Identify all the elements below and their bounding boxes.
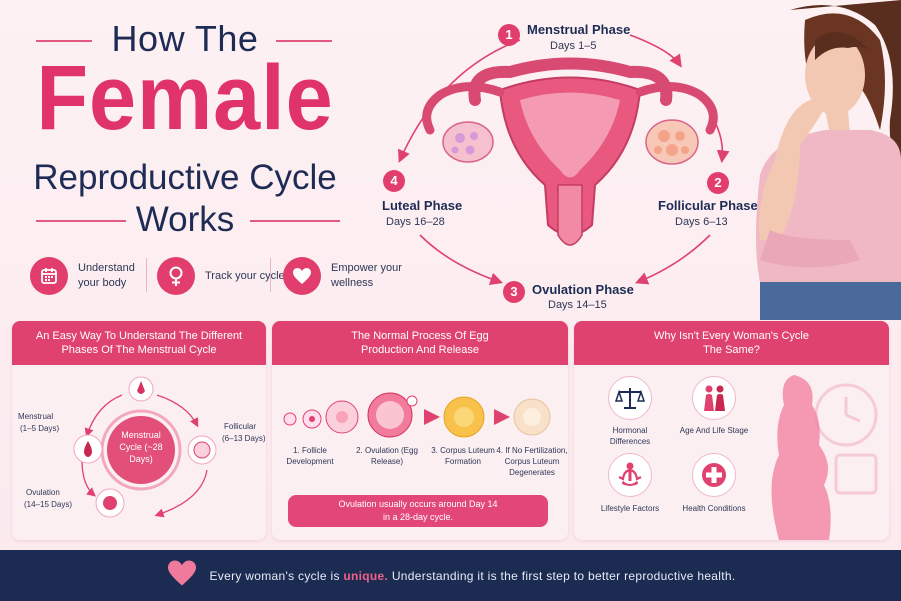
uterus-illustration (422, 57, 718, 246)
panel-menstrual-phases: An Easy Way To Understand The Different … (12, 321, 266, 540)
phase-ring-diagram (73, 376, 217, 518)
footer-banner: Every woman's cycle is unique. Understan… (0, 550, 901, 601)
factor-hormonal: Hormonal Differences (609, 426, 651, 446)
title-main: Female (36, 47, 334, 149)
label-follicular: Follicular (224, 422, 257, 431)
heart-icon (166, 559, 198, 592)
phase-days-luteal: Days 16–28 (386, 216, 445, 228)
footer-text-before: Every woman's cycle is (209, 568, 340, 583)
factor-health: Health Conditions (682, 504, 746, 513)
feature-understand-text: Understand your body (78, 262, 135, 289)
phase-name-follicular: Follicular Phase (658, 198, 758, 213)
title-rule-right-2 (250, 220, 340, 222)
panel-2-title: The Normal Process Of Egg Production And… (272, 321, 568, 365)
medical-cross-icon (692, 453, 736, 497)
female-symbol-icon (157, 257, 195, 295)
phase-days-follicular: Days 6–13 (675, 216, 728, 228)
egg-process-diagram (283, 392, 551, 438)
label-ovulation-days: (14–15 Days) (24, 500, 73, 509)
feature-divider-1 (146, 258, 147, 292)
phase-days-ovulation: Days 14–15 (548, 299, 607, 311)
label-follicular-days: (6–13 Days) (222, 434, 266, 443)
egg-step-1: 1. Follicle Development (286, 446, 334, 466)
factor-age: Age And Life Stage (679, 426, 749, 435)
arrow-menstrual-to-luteal (398, 39, 521, 163)
panel-cycle-differences: Why Isn't Every Woman's Cycle The Same? … (574, 321, 889, 540)
phase-name-ovulation: Ovulation Phase (532, 282, 634, 297)
feature-understand: Understand your body (30, 256, 158, 296)
arrow-follicular-to-ovulation (635, 234, 711, 285)
title-rule-left (36, 40, 92, 42)
phase-days-menstrual: Days 1–5 (550, 40, 597, 52)
egg-step-3: 3. Corpus Luteum Formation (431, 446, 495, 466)
calendar-icon (30, 257, 68, 295)
panel-egg-process: The Normal Process Of Egg Production And… (272, 321, 568, 540)
footer-message: Every woman's cycle is unique. Understan… (210, 569, 736, 583)
egg-step-2: 2. Ovulation (Egg Release) (356, 446, 418, 466)
title-rule-right (276, 40, 332, 42)
panel-3-title: Why Isn't Every Woman's Cycle The Same? (574, 321, 889, 365)
arrow-luteal-to-ovulation (419, 234, 504, 285)
scale-icon (608, 376, 652, 420)
label-ovulation: Ovulation (26, 488, 60, 497)
cycle-center-label: Menstrual Cycle (~28 Days) (119, 430, 163, 464)
feature-track: Track your cycle (157, 256, 285, 296)
woman-silhouette (771, 375, 878, 540)
feature-empower-text: Empower your wellness (331, 262, 402, 289)
phase-number-2: 2 (707, 172, 729, 194)
title-rule-left-2 (36, 220, 126, 222)
footer-text-after: Understanding it is the first step to be… (391, 568, 736, 583)
phase-name-luteal: Luteal Phase (382, 198, 463, 213)
phase-number-3: 3 (503, 281, 525, 303)
heart-icon (283, 257, 321, 295)
feature-track-text: Track your cycle (205, 269, 285, 282)
footer-highlight: unique. (343, 568, 389, 583)
ovulation-note: Ovulation usually occurs around Day 14 i… (288, 495, 548, 527)
egg-step-4: 4. If No Fertilization, Corpus Luteum De… (496, 446, 568, 477)
people-icon (692, 376, 736, 420)
arrow-menstrual-to-follicular (629, 34, 682, 68)
label-menstrual-days: (1–5 Days) (20, 424, 60, 433)
phase-number-1: 1 (498, 24, 520, 46)
phase-name-menstrual: Menstrual Phase (527, 22, 631, 37)
woman-illustration (756, 0, 901, 320)
cycle-diagram (398, 34, 730, 285)
phase-number-4: 4 (383, 170, 405, 192)
feature-empower: Empower your wellness (283, 256, 421, 296)
feature-divider-2 (270, 258, 271, 292)
factor-lifestyle: Lifestyle Factors (600, 504, 660, 513)
meditation-icon (608, 453, 652, 497)
title-line-4: Works (135, 200, 235, 239)
panel-1-title: An Easy Way To Understand The Different … (12, 321, 266, 365)
label-menstrual: Menstrual (18, 412, 54, 421)
title-line-3: Reproductive Cycle (33, 158, 337, 197)
title-line-1: How The (111, 18, 259, 59)
